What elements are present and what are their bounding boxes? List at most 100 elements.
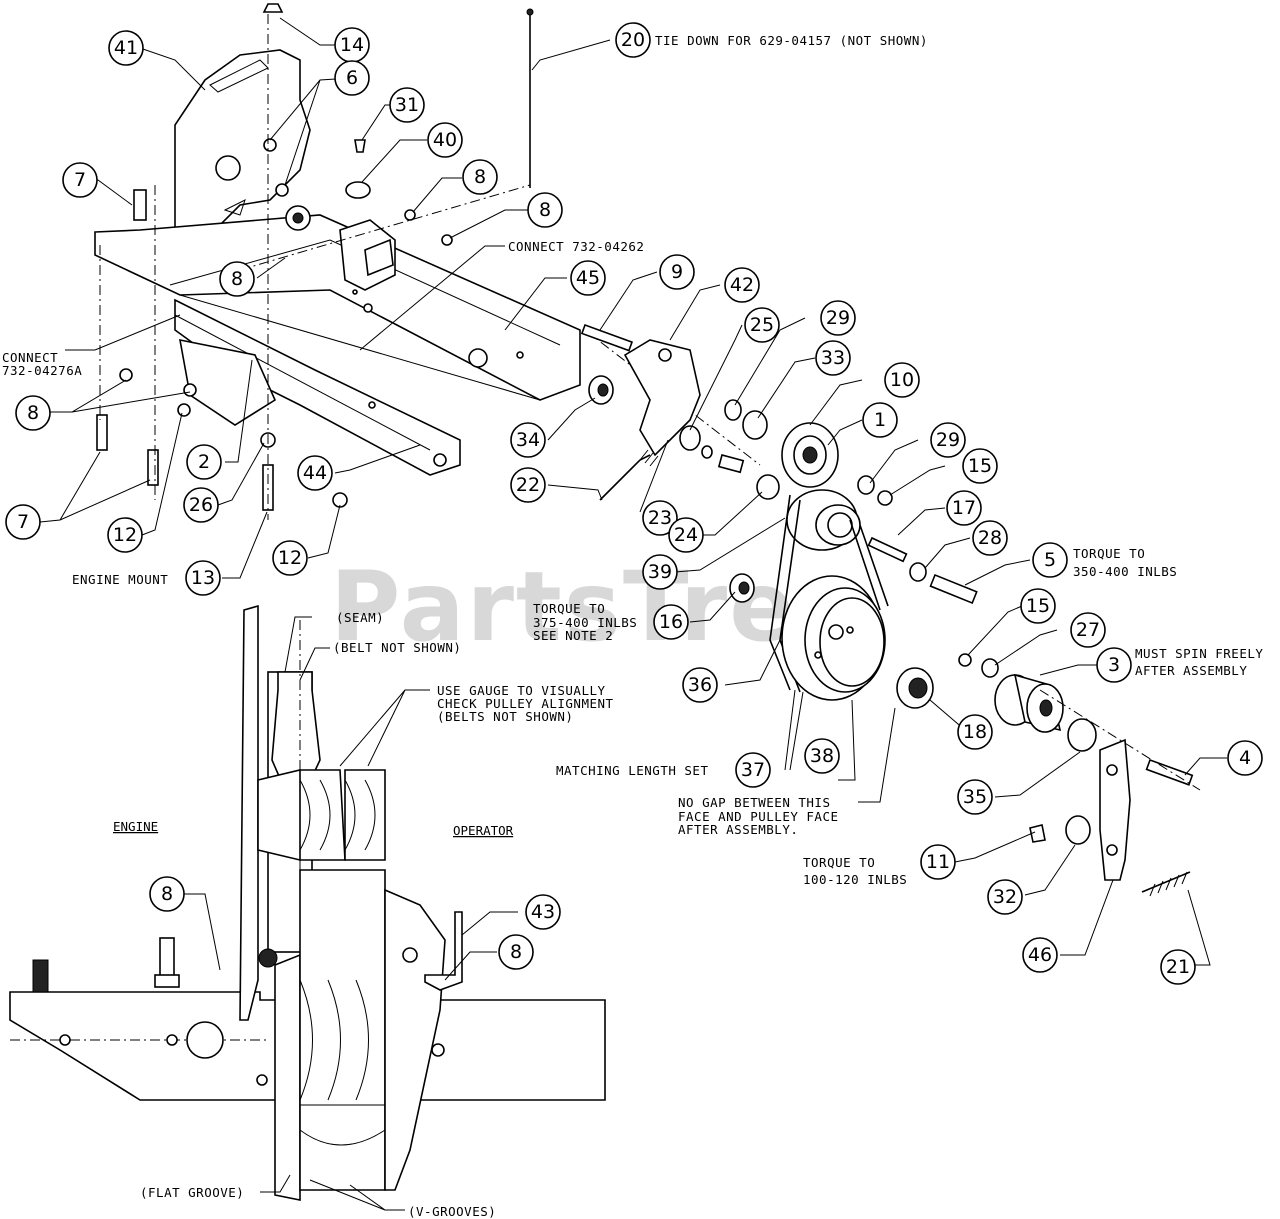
callout-number: 38 — [810, 745, 834, 767]
callout-circle — [1032, 542, 1068, 578]
callout-number: 29 — [826, 307, 850, 329]
note-nogap-b: FACE AND PULLEY FACE — [678, 809, 839, 824]
callout-circle — [297, 455, 333, 491]
callout-number: 37 — [741, 759, 765, 781]
callout-circle — [510, 422, 546, 458]
bolt-7b — [96, 414, 108, 451]
callout-c7b: 7 — [5, 504, 41, 540]
callout-circle — [183, 487, 219, 523]
callout-number: 7 — [17, 511, 29, 533]
callout-circle — [642, 500, 678, 536]
callout-circle — [15, 395, 51, 431]
callout-c13: 13 — [185, 560, 221, 596]
callout-number: 36 — [688, 674, 712, 696]
pulley-assembly — [580, 323, 1201, 897]
callout-circle — [862, 402, 898, 438]
callout-c34: 34 — [510, 422, 546, 458]
callout-c24: 24 — [668, 517, 704, 553]
callout-number: 3 — [1108, 654, 1120, 676]
note-connect-1: CONNECT 732-04262 — [508, 239, 644, 254]
key-17 — [867, 536, 908, 563]
callout-c9: 9 — [659, 254, 695, 290]
callout-number: 8 — [539, 199, 551, 221]
callout-c36: 36 — [682, 667, 718, 703]
spring-21 — [1141, 871, 1191, 893]
callout-number: 15 — [1026, 595, 1050, 617]
callout-c12b: 12 — [272, 540, 308, 576]
callout-number: 44 — [303, 462, 327, 484]
callout-c40: 40 — [427, 122, 463, 158]
note-torque3-a: TORQUE TO — [803, 855, 875, 870]
callout-c18: 18 — [957, 714, 993, 750]
callout-circle — [682, 667, 718, 703]
callout-number: 22 — [516, 474, 540, 496]
callout-number: 42 — [730, 274, 754, 296]
bushing-35 — [1067, 718, 1097, 752]
washer-29a — [724, 399, 742, 421]
callout-number: 41 — [114, 37, 138, 59]
callout-number: 24 — [674, 524, 698, 546]
flat-groove-pulley — [274, 953, 301, 1201]
callout-number: 8 — [27, 402, 39, 424]
leader-lines — [39, 17, 1227, 1211]
note-flat-groove: (FLAT GROOVE) — [140, 1185, 244, 1200]
callout-circle — [219, 261, 255, 297]
callout-circle — [615, 22, 651, 58]
callout-circle — [498, 934, 534, 970]
bolt-4 — [1145, 758, 1194, 786]
callout-circle — [1022, 937, 1058, 973]
note-nogap-c: AFTER ASSEMBLY. — [678, 822, 798, 837]
callout-circle — [1160, 949, 1196, 985]
callout-c22: 22 — [510, 467, 546, 503]
callout-circle — [930, 422, 966, 458]
washer-32 — [1065, 815, 1091, 845]
note-torque1-a: TORQUE TO — [1073, 546, 1145, 561]
callout-circle — [462, 159, 498, 195]
section-stud — [159, 937, 175, 979]
callout-circle — [570, 260, 606, 296]
callout-circle — [186, 444, 222, 480]
nut-8d — [183, 383, 197, 397]
callout-number: 14 — [340, 34, 364, 56]
bolt-12a — [177, 403, 191, 417]
callout-circle — [389, 87, 425, 123]
note-gauge-a: USE GAUGE TO VISUALLY — [437, 683, 606, 698]
note-belt-not-shown: (BELT NOT SHOWN) — [333, 640, 461, 655]
callout-circle — [724, 267, 760, 303]
section-bracket — [384, 888, 446, 1191]
callout-circle — [1020, 588, 1056, 624]
callout-c3: 3 — [1096, 647, 1132, 683]
callout-c8d: 8 — [15, 395, 51, 431]
callout-c45: 45 — [570, 260, 606, 296]
callout-c41: 41 — [108, 30, 144, 66]
callout-c35: 35 — [957, 779, 993, 815]
callout-circle — [642, 554, 678, 590]
bolt-11 — [1029, 824, 1046, 843]
callout-circle — [804, 738, 840, 774]
callout-c8e: 8 — [149, 876, 185, 912]
callout-number: 32 — [993, 886, 1017, 908]
callout-c31: 31 — [389, 87, 425, 123]
callout-c28: 28 — [972, 520, 1008, 556]
callout-number: 46 — [1028, 944, 1052, 966]
label-engine: ENGINE — [113, 819, 158, 834]
callout-c46: 46 — [1022, 937, 1058, 973]
callout-c16: 16 — [653, 604, 689, 640]
callout-number: 11 — [926, 851, 950, 873]
callout-circle — [972, 520, 1008, 556]
callout-c11: 11 — [920, 844, 956, 880]
callout-circle — [653, 604, 689, 640]
section-view — [9, 604, 606, 1201]
idler-arm-46 — [1099, 738, 1131, 881]
callout-circle — [962, 448, 998, 484]
bolt-7a — [133, 189, 147, 221]
note-engine-mount: ENGINE MOUNT — [72, 572, 168, 587]
callout-circle — [815, 340, 851, 376]
callout-number: 7 — [74, 169, 86, 191]
callout-c15a: 15 — [962, 448, 998, 484]
callout-circle — [957, 779, 993, 815]
callout-circle — [659, 254, 695, 290]
callout-number: 20 — [621, 29, 645, 51]
